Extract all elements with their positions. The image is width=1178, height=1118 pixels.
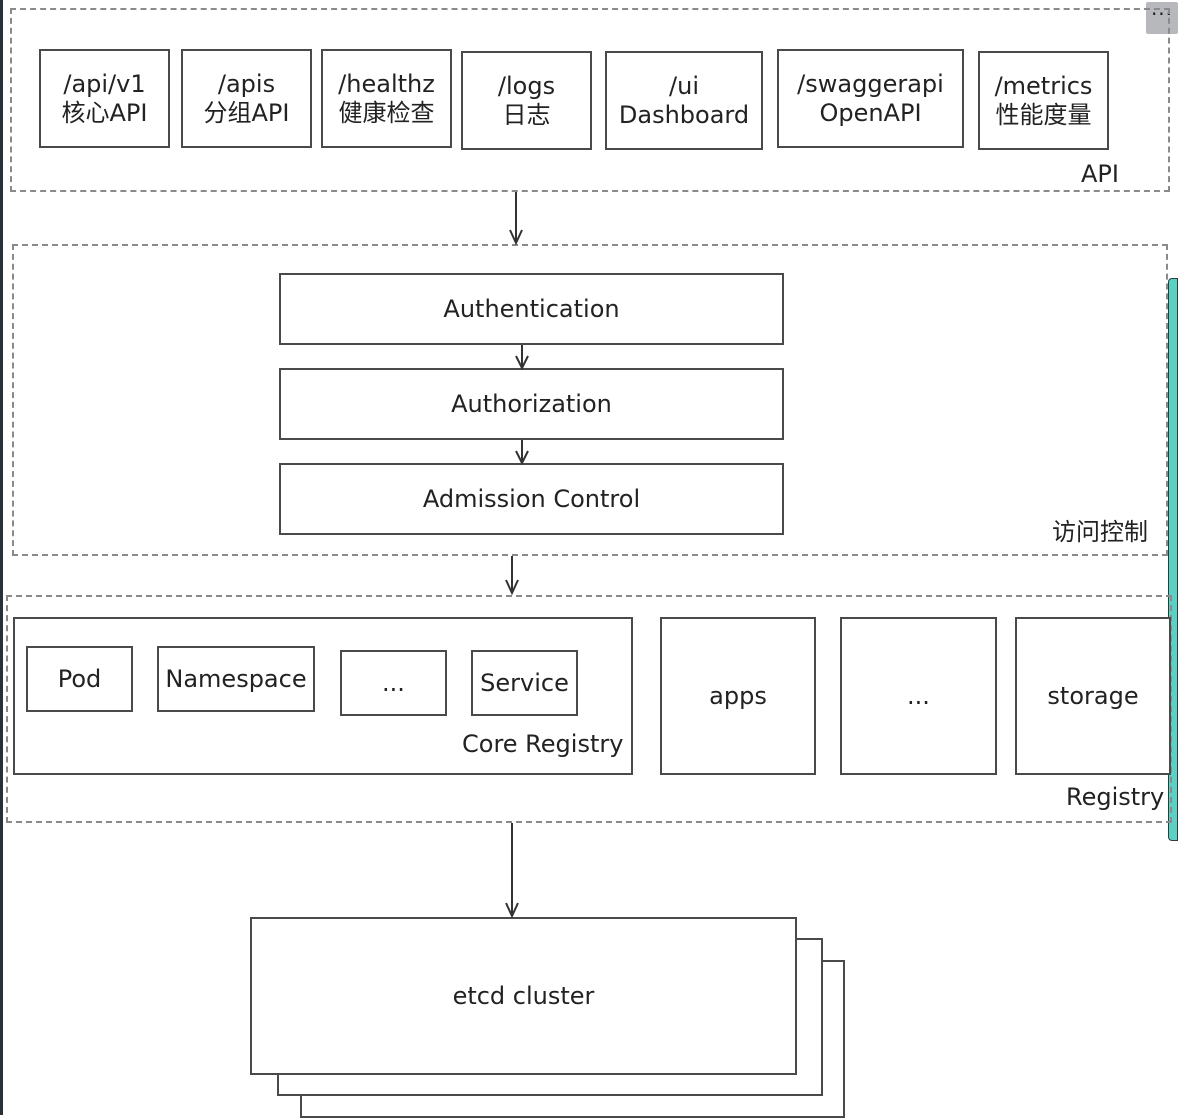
registry-group-ellipsis: ... [840, 617, 997, 775]
api-section [10, 8, 1170, 192]
endpoint-desc: 健康检查 [338, 98, 435, 127]
api-endpoint-swaggerapi: /swaggerapi OpenAPI [777, 49, 964, 148]
arrow-head [505, 902, 519, 919]
endpoint-path: /logs [497, 72, 556, 101]
endpoint-path: /healthz [338, 70, 435, 99]
api-endpoint-metrics: /metrics 性能度量 [978, 51, 1109, 150]
endpoint-desc: 日志 [502, 100, 551, 129]
registry-item-namespace: Namespace [157, 646, 315, 712]
api-endpoint-logs: /logs 日志 [461, 51, 592, 150]
registry-group-storage: storage [1015, 617, 1171, 775]
arrow-head [505, 579, 519, 596]
registry-item-ellipsis: ... [340, 650, 447, 716]
registry-item-service: Service [471, 650, 578, 716]
registry-section-label: Registry [1066, 783, 1165, 811]
registry-item-pod: Pod [26, 646, 133, 712]
endpoint-desc: OpenAPI [819, 98, 922, 127]
authorization-step: Authorization [279, 368, 784, 440]
api-endpoint-ui: /ui Dashboard [605, 51, 763, 150]
endpoint-path: /metrics [994, 72, 1093, 101]
api-section-label: API [1081, 160, 1119, 188]
admission-control-step: Admission Control [279, 463, 784, 535]
api-endpoint-apis: /apis 分组API [181, 49, 312, 148]
registry-section [6, 595, 1172, 823]
api-endpoint-healthz: /healthz 健康检查 [321, 49, 452, 148]
endpoint-desc: 性能度量 [995, 100, 1092, 129]
window-edge [0, 0, 3, 1115]
access-control-label: 访问控制 [1052, 518, 1148, 546]
authentication-step: Authentication [279, 273, 784, 345]
endpoint-path: /api/v1 [63, 70, 146, 99]
endpoint-desc: Dashboard [618, 100, 750, 129]
access-control-section [12, 244, 1168, 556]
arrow-head [509, 229, 523, 246]
registry-group-apps: apps [660, 617, 816, 775]
endpoint-path: /swaggerapi [797, 70, 944, 99]
core-registry-label: Core Registry [462, 730, 624, 758]
api-endpoint-api-v1: /api/v1 核心API [39, 49, 170, 148]
endpoint-path: /ui [669, 72, 699, 101]
endpoint-path: /apis [217, 70, 276, 99]
etcd-cluster: etcd cluster [250, 917, 797, 1075]
endpoint-desc: 核心API [61, 98, 148, 127]
endpoint-desc: 分组API [203, 98, 290, 127]
